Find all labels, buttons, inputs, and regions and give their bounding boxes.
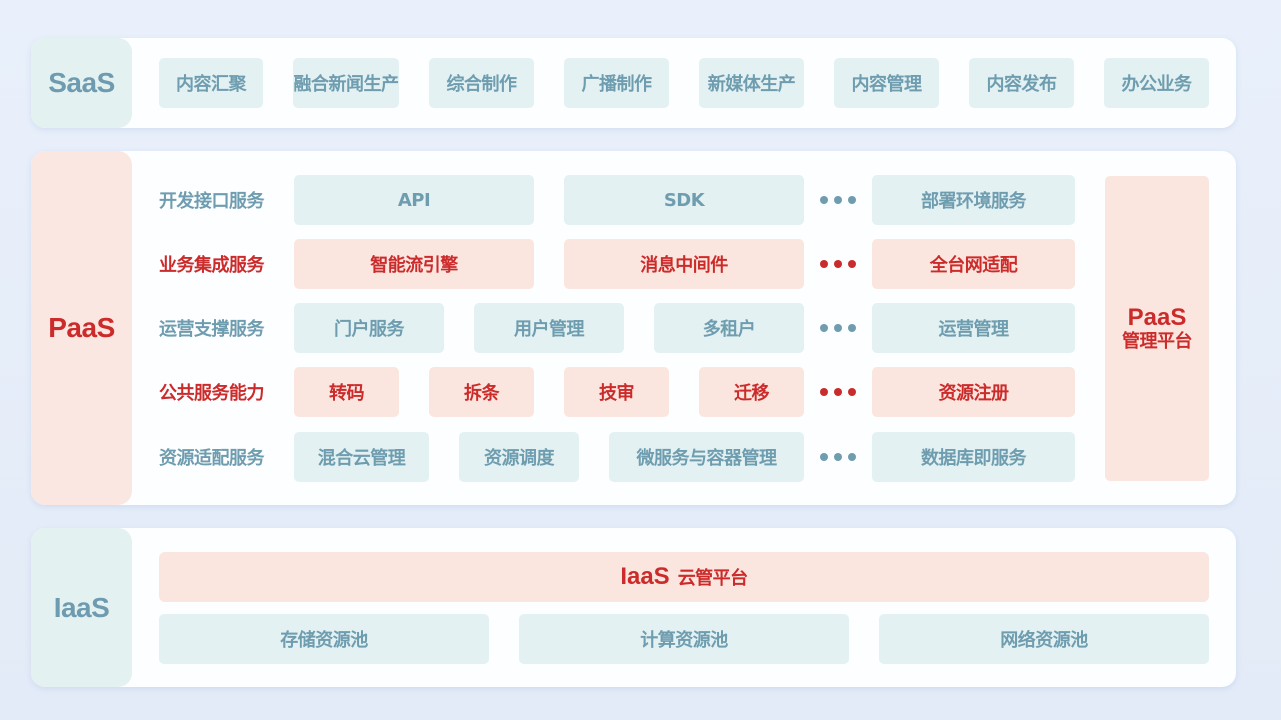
paas-row-label: 资源适配服务 xyxy=(159,448,265,469)
paas-row-tail[interactable]: 部署环境服务 xyxy=(872,175,1075,225)
saas-item[interactable]: 融合新闻生产 xyxy=(293,58,399,108)
paas-layer-label: PaaS xyxy=(31,151,132,505)
paas-row-label: 业务集成服务 xyxy=(159,255,265,276)
paas-row-item[interactable]: 智能流引擎 xyxy=(294,239,534,289)
paas-row-label: 运营支撑服务 xyxy=(159,319,265,340)
paas-platform-subtitle: 管理平台 xyxy=(1122,330,1193,352)
saas-item[interactable]: 内容汇聚 xyxy=(159,58,263,108)
paas-row-item[interactable]: API xyxy=(294,175,534,225)
saas-item[interactable]: 内容发布 xyxy=(969,58,1074,108)
iaas-layer-label: IaaS xyxy=(31,528,132,687)
paas-row-item[interactable]: 微服务与容器管理 xyxy=(609,432,804,482)
paas-row-item[interactable]: 用户管理 xyxy=(474,303,624,353)
saas-item[interactable]: 综合制作 xyxy=(429,58,534,108)
paas-row-label: 开发接口服务 xyxy=(159,191,265,212)
paas-platform-title: PaaS xyxy=(1127,303,1187,331)
paas-row-item[interactable]: 混合云管理 xyxy=(294,432,429,482)
iaas-platform-title: IaaS xyxy=(620,563,670,590)
saas-item[interactable]: 广播制作 xyxy=(564,58,669,108)
paas-row-item[interactable]: 拆条 xyxy=(429,367,534,417)
iaas-platform-subtitle: 云管平台 xyxy=(677,568,749,589)
paas-row-item[interactable]: 多租户 xyxy=(654,303,804,353)
paas-row-item[interactable]: 资源调度 xyxy=(459,432,579,482)
paas-row-tail[interactable]: 全台网适配 xyxy=(872,239,1075,289)
paas-row-item[interactable]: 门户服务 xyxy=(294,303,444,353)
paas-layer: PaaS 开发接口服务 API SDK 部署环境服务 业务集成服务 智能流引擎 … xyxy=(31,151,1236,505)
paas-row-item[interactable]: 消息中间件 xyxy=(564,239,804,289)
paas-row-tail[interactable]: 数据库即服务 xyxy=(872,432,1075,482)
saas-item[interactable]: 新媒体生产 xyxy=(699,58,804,108)
paas-row-label: 公共服务能力 xyxy=(159,383,265,404)
iaas-pool[interactable]: 计算资源池 xyxy=(519,614,849,664)
paas-row-item[interactable]: 转码 xyxy=(294,367,399,417)
iaas-cloud-platform[interactable]: IaaS 云管平台 xyxy=(159,552,1209,602)
paas-row-item[interactable]: 技审 xyxy=(564,367,669,417)
iaas-pool[interactable]: 网络资源池 xyxy=(879,614,1209,664)
more-dots-icon xyxy=(820,367,856,417)
saas-layer-label: SaaS xyxy=(31,38,132,128)
iaas-pool[interactable]: 存储资源池 xyxy=(159,614,489,664)
paas-row-tail[interactable]: 资源注册 xyxy=(872,367,1075,417)
more-dots-icon xyxy=(820,303,856,353)
more-dots-icon xyxy=(820,175,856,225)
more-dots-icon xyxy=(820,239,856,289)
paas-row-item[interactable]: 迁移 xyxy=(699,367,804,417)
more-dots-icon xyxy=(820,432,856,482)
saas-layer: SaaS 内容汇聚 融合新闻生产 综合制作 广播制作 新媒体生产 内容管理 内容… xyxy=(31,38,1236,128)
paas-management-platform[interactable]: PaaS 管理平台 xyxy=(1105,176,1209,481)
saas-item[interactable]: 办公业务 xyxy=(1104,58,1209,108)
paas-row-tail[interactable]: 运营管理 xyxy=(872,303,1075,353)
iaas-layer: IaaS IaaS 云管平台 存储资源池 计算资源池 网络资源池 xyxy=(31,528,1236,687)
paas-row-item[interactable]: SDK xyxy=(564,175,804,225)
saas-item[interactable]: 内容管理 xyxy=(834,58,939,108)
